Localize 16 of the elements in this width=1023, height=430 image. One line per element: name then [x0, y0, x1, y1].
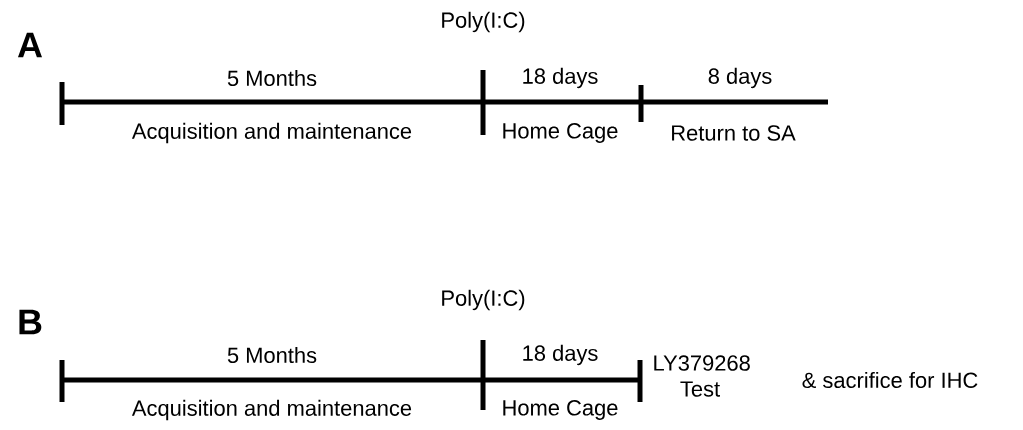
timeline-label: 5 Months — [227, 69, 317, 87]
panel-letter: A — [17, 32, 42, 58]
timeline-label: Return to SA — [672, 125, 796, 141]
panel-letter: B — [19, 309, 42, 335]
timeline-label: Acquisition and maintenance — [131, 122, 412, 144]
timeline-label: & sacrifice for IHC — [802, 371, 978, 389]
timeline-label: 8 days — [708, 67, 772, 89]
timeline-label: Home Cage — [503, 123, 618, 143]
timeline-label: Acquisition and maintenance — [131, 399, 412, 421]
timeline-label: 5 Months — [227, 346, 317, 364]
timeline-label: Poly(I:C) — [442, 11, 525, 33]
timeline-label: Home Cage — [503, 400, 618, 420]
timeline-label: 18 days — [523, 344, 598, 366]
timeline-label: 18 days — [523, 67, 598, 89]
timeline-label: Poly(I:C) — [442, 289, 525, 311]
timeline-label: LY379268 Test — [654, 355, 750, 397]
